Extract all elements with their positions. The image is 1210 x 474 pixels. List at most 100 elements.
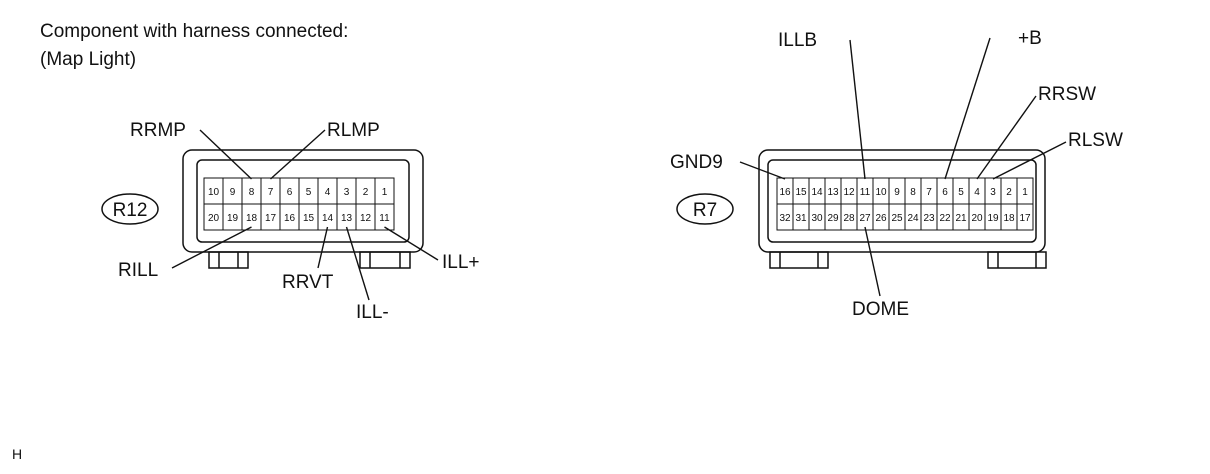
pin-cell: 20	[203, 203, 224, 231]
callout-label: RRMP	[130, 120, 186, 141]
pin-number: 21	[955, 213, 967, 224]
connector-latch-tab	[769, 251, 829, 269]
pin-cell: 1	[1016, 177, 1034, 205]
pin-cell: 14	[808, 177, 826, 205]
pin-number: 8	[249, 187, 255, 198]
connector-latch-tab	[208, 251, 249, 269]
pin-cell: 4	[968, 177, 986, 205]
pin-callout: RILL	[118, 226, 252, 281]
pin-cell: 6	[936, 177, 954, 205]
pin-number: 15	[303, 213, 315, 224]
pin-cell: 6	[279, 177, 300, 205]
callout-label: RLSW	[1068, 130, 1123, 151]
pin-number: 23	[923, 213, 935, 224]
pin-callout: DOME	[852, 226, 909, 320]
pin-number: 32	[779, 213, 791, 224]
pin-cell: 22	[936, 203, 954, 231]
pin-number: 2	[363, 187, 369, 198]
pin-cell: 26	[872, 203, 890, 231]
pin-number: 2	[1006, 187, 1012, 198]
pin-number: 12	[843, 187, 855, 198]
callout-label: DOME	[852, 299, 909, 320]
pin-cell: 12	[840, 177, 858, 205]
leader-line	[199, 129, 252, 180]
pin-callout: RRSW	[976, 84, 1096, 180]
pin-number: 31	[795, 213, 807, 224]
pin-callout: GND9	[670, 152, 786, 180]
pin-number: 10	[875, 187, 887, 198]
pin-number: 17	[265, 213, 277, 224]
pin-number: 13	[341, 213, 353, 224]
leader-line	[976, 95, 1037, 180]
pin-number: 20	[208, 213, 220, 224]
pin-cell: 9	[888, 177, 906, 205]
footer-code: H	[12, 446, 23, 462]
pin-number: 9	[894, 187, 900, 198]
pin-cell: 15	[792, 177, 810, 205]
pin-cell: 16	[776, 177, 794, 205]
connector-latch-tab	[359, 251, 411, 269]
pin-cell: 19	[984, 203, 1002, 231]
leader-line	[992, 141, 1067, 180]
pin-cell: 7	[260, 177, 281, 205]
leader-line	[384, 226, 439, 261]
pin-cell: 3	[336, 177, 357, 205]
pin-cell: 18	[1000, 203, 1018, 231]
pin-number: 18	[246, 213, 258, 224]
pin-number: 5	[306, 187, 312, 198]
leader-line	[864, 226, 881, 297]
pin-cell: 12	[355, 203, 376, 231]
pin-number: 9	[230, 187, 236, 198]
pin-cell: 10	[872, 177, 890, 205]
pin-callout: RLSW	[992, 130, 1123, 180]
pin-number: 16	[779, 187, 791, 198]
leader-line	[345, 226, 370, 301]
pin-number: 10	[208, 187, 220, 198]
connector-id-badge: R7	[676, 193, 734, 225]
pin-cell: 31	[792, 203, 810, 231]
leader-line	[317, 226, 329, 269]
pin-number: 30	[811, 213, 823, 224]
pin-cell: 14	[317, 203, 338, 231]
connector-latch-tab	[987, 251, 1047, 269]
pin-number: 19	[987, 213, 999, 224]
pin-number: 28	[843, 213, 855, 224]
connector-body	[758, 149, 1046, 253]
pin-cell: 11	[374, 203, 395, 231]
pin-number: 8	[910, 187, 916, 198]
pin-cell: 2	[1000, 177, 1018, 205]
callout-label: ILLB	[778, 30, 817, 51]
callout-label: RILL	[118, 260, 158, 281]
pin-cell: 19	[222, 203, 243, 231]
pin-number: 5	[958, 187, 964, 198]
pin-cell: 20	[968, 203, 986, 231]
pin-cell: 23	[920, 203, 938, 231]
pin-number: 19	[227, 213, 239, 224]
pin-callout: RRMP	[130, 120, 252, 180]
pin-cell: 13	[336, 203, 357, 231]
pin-cell: 2	[355, 177, 376, 205]
pin-number: 24	[907, 213, 919, 224]
pin-cell: 16	[279, 203, 300, 231]
pin-cell: 1	[374, 177, 395, 205]
pin-cell: 28	[840, 203, 858, 231]
pin-number: 18	[1003, 213, 1015, 224]
pin-number: 11	[379, 213, 390, 224]
leader-line	[270, 129, 326, 180]
connector-id-label: R12	[113, 200, 148, 221]
connector-id-label: R7	[693, 200, 717, 221]
pin-cell: 7	[920, 177, 938, 205]
callout-label: ILL+	[442, 252, 480, 273]
pin-cell: 18	[241, 203, 262, 231]
leader-line	[739, 161, 786, 180]
pin-cell: 5	[298, 177, 319, 205]
pin-cell: 17	[260, 203, 281, 231]
pin-number: 4	[974, 187, 980, 198]
pin-number: 14	[811, 187, 823, 198]
pin-cell: 29	[824, 203, 842, 231]
connector-inner-shell	[196, 159, 410, 243]
pin-cell: 3	[984, 177, 1002, 205]
